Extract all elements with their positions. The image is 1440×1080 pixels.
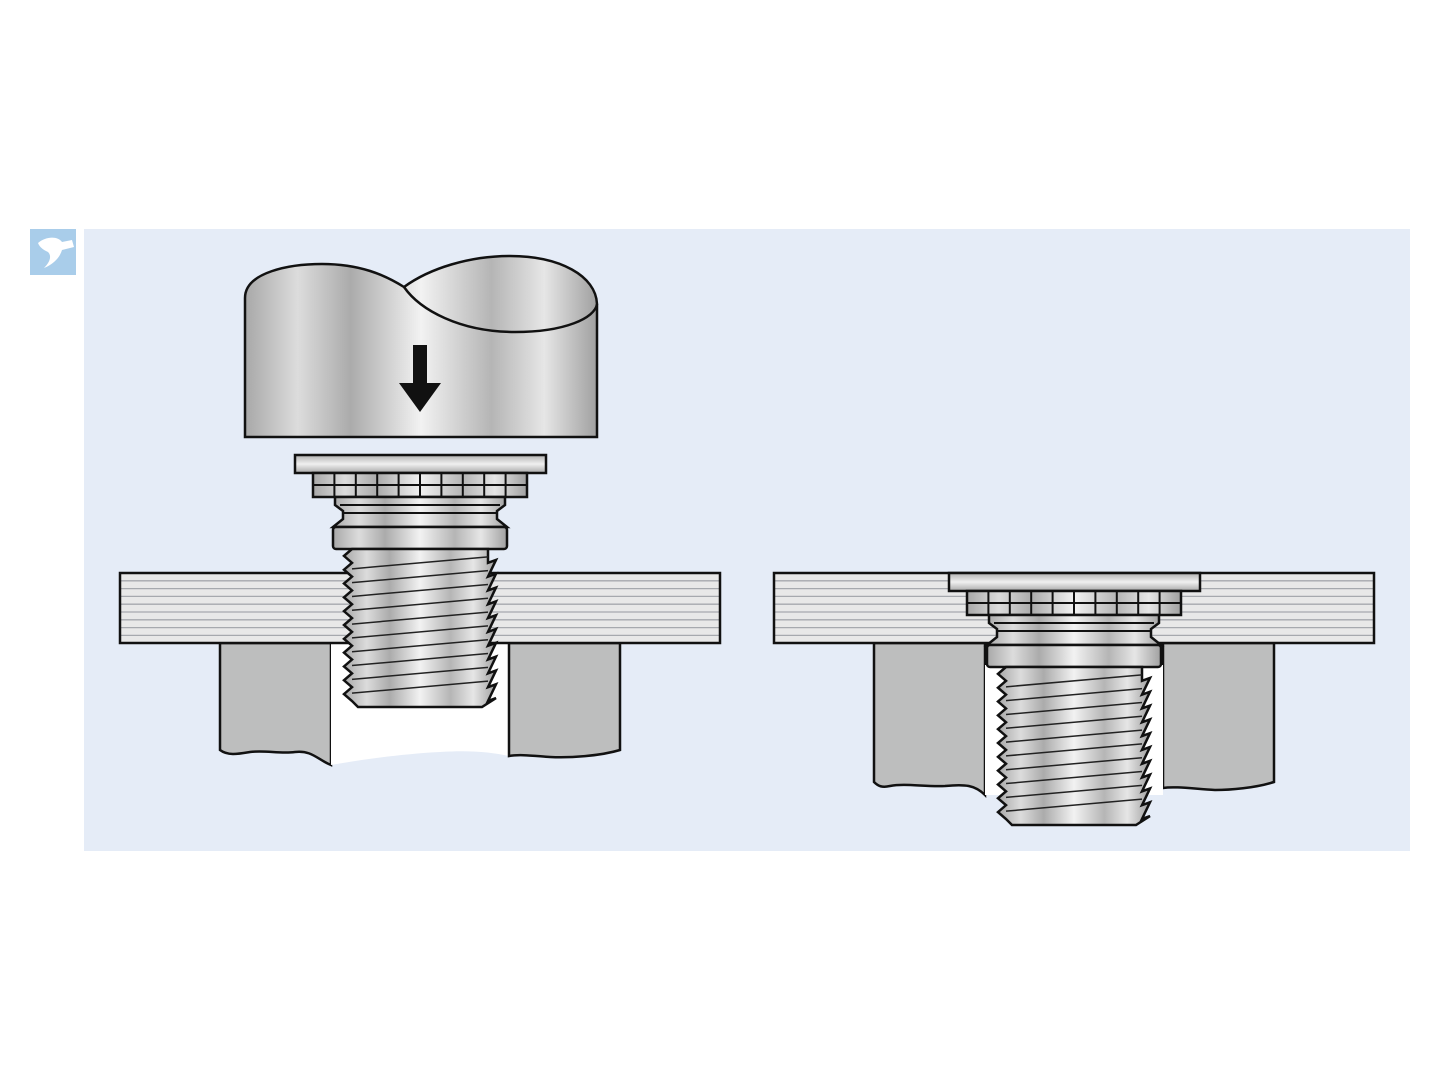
anvil-right bbox=[1161, 641, 1276, 792]
thread-helix-line bbox=[1005, 715, 1143, 730]
thread-helix-line bbox=[1005, 674, 1143, 688]
thread-helix-line bbox=[1005, 756, 1143, 771]
thread-helix-line bbox=[1005, 687, 1143, 702]
thread-helix-line bbox=[351, 597, 489, 612]
fastener-collar bbox=[985, 643, 1163, 669]
fastener-uninstalled bbox=[293, 453, 548, 709]
anvil-left bbox=[872, 641, 987, 799]
wrench-logo-icon bbox=[30, 229, 76, 275]
fastener-installed bbox=[947, 571, 1202, 827]
arrow-down-icon bbox=[399, 345, 441, 412]
thread-helix-line bbox=[351, 611, 489, 625]
thread-helix-line bbox=[351, 583, 489, 598]
thread-helix-line bbox=[1005, 701, 1143, 716]
fastener-flange bbox=[947, 571, 1202, 593]
thread-helix-line bbox=[351, 666, 489, 681]
thread-helix-line bbox=[1005, 798, 1143, 812]
thread-helix-line bbox=[1005, 770, 1143, 785]
anvil-right bbox=[507, 641, 622, 759]
thread-helix-line bbox=[351, 569, 489, 584]
fastener-thread bbox=[996, 665, 1153, 827]
thread-helix-line bbox=[1005, 743, 1143, 757]
thread-helix-line bbox=[351, 625, 489, 639]
thread-helix-line bbox=[351, 680, 489, 694]
fastener-thread bbox=[342, 547, 499, 709]
step-press-in bbox=[118, 254, 722, 767]
fastener-flange bbox=[293, 453, 548, 475]
thread-helix-line bbox=[351, 652, 489, 667]
thread-helix-line bbox=[351, 638, 489, 653]
thread-helix-line bbox=[1005, 729, 1143, 743]
thread-helix-line bbox=[351, 556, 489, 570]
thread-helix-line bbox=[1005, 784, 1143, 799]
fastener-collar bbox=[331, 525, 509, 551]
anvil-left bbox=[218, 641, 333, 767]
step-installed bbox=[772, 571, 1376, 827]
